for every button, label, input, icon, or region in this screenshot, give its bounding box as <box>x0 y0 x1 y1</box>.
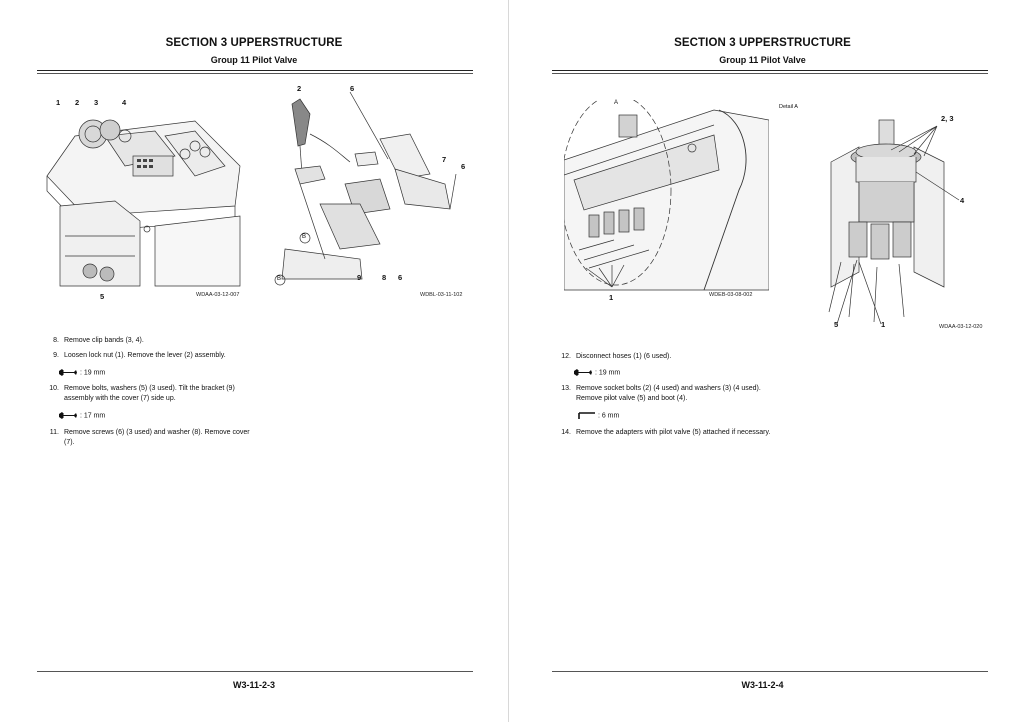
callout-2: 2 <box>297 84 302 93</box>
footer-rule <box>37 671 473 672</box>
callout-2: 2 <box>75 98 80 107</box>
header-rule-thin <box>37 73 473 74</box>
page-number: W3-11-2-4 <box>741 680 784 690</box>
callout-5: 5 <box>834 320 839 329</box>
section-title: SECTION 3 UPPERSTRUCTURE <box>165 37 343 49</box>
header-rule <box>37 70 473 71</box>
callout-1: 1 <box>56 98 61 107</box>
figure-code: WDAA-03-12-007 <box>196 292 240 298</box>
tool-spec: : 17 mm <box>58 412 105 419</box>
detail-label: Detail A <box>779 104 798 110</box>
tool-spec: : 19 mm <box>573 369 620 376</box>
tool-spec: : 6 mm <box>578 412 619 419</box>
callout-7: 7 <box>442 155 447 164</box>
callout-1: 1 <box>881 320 886 329</box>
detail-a-marker: A <box>614 100 619 106</box>
hex-key-icon <box>578 412 595 419</box>
right-page: SECTION 3 UPPERSTRUCTURE Group 11 Pilot … <box>508 0 1016 722</box>
header-rule-thin <box>552 73 988 74</box>
callout-6: 6 <box>398 273 403 282</box>
callout-8: 8 <box>382 273 387 282</box>
figure-code: WDBL-03-11-102 <box>420 292 463 298</box>
callout-b: B <box>302 234 307 240</box>
footer-rule <box>552 671 988 672</box>
wrench-icon <box>574 369 592 376</box>
tool-spec: : 19 mm <box>58 369 105 376</box>
figure-code: WDEB-03-08-002 <box>709 292 753 298</box>
figure-valve-location-illustration: A 1 <box>564 100 769 302</box>
callout-3: 3 <box>94 98 99 107</box>
left-page: SECTION 3 UPPERSTRUCTURE Group 11 Pilot … <box>37 37 473 690</box>
callout-5: 5 <box>100 292 105 301</box>
figure-exploded-lever-illustration: 2 6 7 6 9 8 6 B B <box>270 84 470 289</box>
callout-4: 4 <box>960 196 965 205</box>
group-title: Group 11 Pilot Valve <box>719 55 806 65</box>
header-rule <box>552 70 988 71</box>
group-title: Group 11 Pilot Valve <box>210 55 298 65</box>
wrench-icon <box>59 412 77 419</box>
callout-4: 4 <box>122 98 127 107</box>
section-title: SECTION 3 UPPERSTRUCTURE <box>674 37 851 49</box>
wrench-icon <box>59 369 77 376</box>
callout-1: 1 <box>609 293 614 302</box>
callout-6: 6 <box>350 84 355 93</box>
page-number: W3-11-2-3 <box>232 680 276 690</box>
figure-code: WDAA-03-12-020 <box>939 324 983 330</box>
callout-9: 9 <box>357 273 362 282</box>
callout-2-3: 2, 3 <box>941 114 954 123</box>
callout-6: 6 <box>461 162 466 171</box>
figure-pilot-valve-detail-illustration: 2, 3 4 5 1 <box>819 112 989 329</box>
callout-b: B <box>277 276 282 282</box>
figure-console-illustration: 1 2 3 4 5 <box>45 96 245 301</box>
